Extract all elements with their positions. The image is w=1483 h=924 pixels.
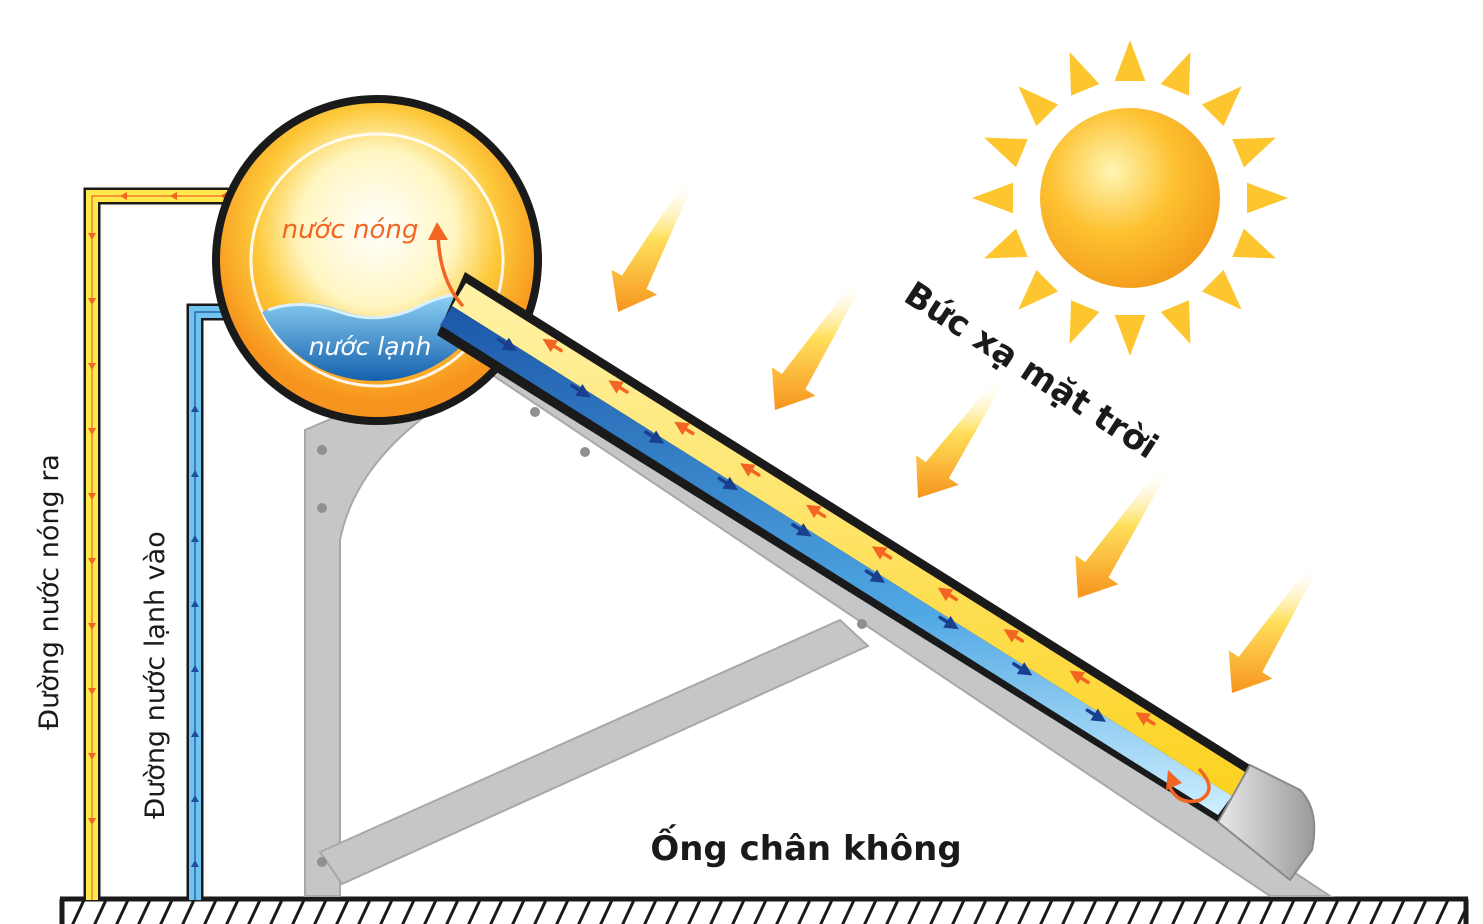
- sun-ray: [1160, 52, 1191, 96]
- water-tank: [212, 95, 542, 425]
- radiation-arrow: [1228, 562, 1319, 693]
- sun-ray: [1232, 137, 1276, 168]
- cold-water-volume: [262, 293, 492, 381]
- pipe-arrow: [88, 298, 96, 305]
- pipe-arrow: [191, 730, 199, 737]
- tube-flow-arrows: [496, 337, 1156, 726]
- pipe-arrow: [191, 860, 199, 867]
- hot-flow-arrow: [1135, 712, 1156, 726]
- vacuum-tube-label: Ống chân không: [650, 824, 961, 869]
- cold-flow-arrow: [791, 523, 812, 537]
- sun-ray: [1069, 52, 1100, 96]
- pipe-arrow: [191, 470, 199, 477]
- cold-flow-arrow: [570, 383, 591, 398]
- radiation-ray-arrows: [611, 177, 1319, 693]
- hot-flow-arrow: [740, 463, 761, 477]
- vacuum-tube: [437, 272, 1316, 882]
- pipe-arrow: [88, 818, 96, 825]
- cold-flow-arrow: [1012, 662, 1033, 676]
- cold-flow-arrow: [643, 430, 665, 444]
- radiation-arrow: [1075, 465, 1169, 598]
- hot-water-label: nước nóng: [282, 215, 419, 245]
- pipe-arrow: [120, 192, 127, 200]
- pipe-arrow: [88, 623, 96, 630]
- circulation-arrows: [428, 222, 1211, 804]
- pipe-arrow: [170, 192, 177, 200]
- pipe-arrow: [88, 233, 96, 240]
- cold-flow-arrow: [717, 476, 738, 491]
- hot-flow-arrow: [937, 587, 959, 602]
- pipe-arrow: [191, 600, 199, 607]
- cold-flow-arrow: [864, 569, 886, 583]
- pipe-arrow: [88, 688, 96, 695]
- hot-flow-arrow: [608, 380, 629, 394]
- pipe-arrow: [88, 558, 96, 565]
- pipe-arrow: [88, 363, 96, 370]
- sun-ray: [1247, 182, 1288, 214]
- pipe-arrow: [191, 405, 199, 412]
- pipe-arrow: [88, 428, 96, 435]
- sun-ray: [1201, 269, 1242, 310]
- cold-flow-arrow: [1085, 708, 1106, 722]
- pipe-arrow: [191, 795, 199, 802]
- radiation-arrow: [916, 377, 1004, 498]
- cold-water-label: nước lạnh: [309, 332, 432, 361]
- hot-flow-arrow: [1003, 629, 1024, 643]
- sun-ray: [1160, 300, 1191, 344]
- sun-ray: [1201, 86, 1242, 127]
- hot-flow-arrow: [1069, 670, 1090, 685]
- cold-flow-arrow: [496, 337, 517, 352]
- radiation-arrow: [611, 177, 694, 312]
- pipe-arrow: [88, 493, 96, 500]
- pipe-arrow: [191, 535, 199, 542]
- sun-ray: [1069, 300, 1100, 344]
- cold-flow-arrow: [938, 615, 959, 630]
- tube-end-cap: [1216, 763, 1316, 882]
- sun-ray: [1232, 228, 1276, 259]
- ground: [59, 896, 1469, 924]
- sun-ray: [1114, 315, 1146, 356]
- hot-flow-arrow: [674, 421, 695, 436]
- cold-water-in-line-label: Đường nước lạnh vào: [140, 531, 171, 818]
- sun-ray: [1018, 269, 1059, 310]
- cold-water-pipe: [186, 303, 300, 900]
- pipe-arrow: [88, 753, 96, 760]
- sun-ray: [984, 137, 1028, 168]
- support-frame: [304, 359, 1334, 897]
- radiation-arrow: [771, 277, 864, 410]
- hot-flow-arrow: [542, 338, 563, 353]
- sun-ray: [1018, 86, 1059, 127]
- pipe-arrow: [191, 665, 199, 672]
- sun-ray: [984, 228, 1028, 259]
- hot-flow-arrow: [806, 504, 827, 519]
- sun-ray: [1114, 40, 1146, 81]
- sun-ray: [972, 182, 1013, 214]
- hot-flow-arrow: [871, 546, 893, 560]
- sun-disk: [1040, 108, 1220, 288]
- hot-water-out-line-label: Đường nước nóng ra: [34, 454, 65, 730]
- sun-icon: [972, 40, 1288, 356]
